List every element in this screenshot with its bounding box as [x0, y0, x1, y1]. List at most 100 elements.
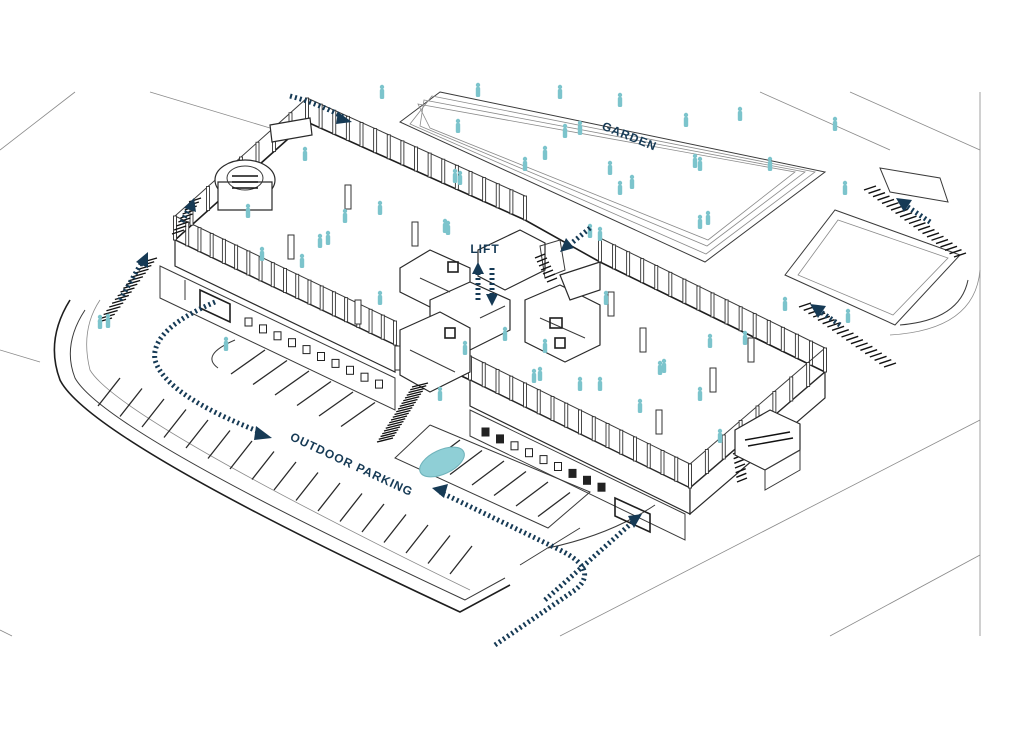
staircase-main [389, 418, 406, 424]
railing-post [427, 152, 432, 178]
outdoor-parking-label: OUTDOOR PARKING [288, 430, 415, 499]
staircase-right-lower [736, 472, 747, 478]
parking-stalls-lower [97, 377, 473, 575]
railing-post [221, 238, 226, 264]
parking-stall-line [405, 524, 429, 554]
plaza-terrace [784, 167, 981, 336]
staircase-plaza [846, 335, 859, 341]
person-body [302, 151, 308, 161]
arrow-icon [628, 514, 642, 528]
parking-stall-line [141, 398, 165, 428]
person-icon [737, 106, 743, 121]
staircase-right-upper [926, 232, 940, 238]
person-head [603, 290, 609, 296]
facade-window [496, 434, 504, 444]
parking-stall-line [449, 449, 483, 476]
person-icon [437, 386, 443, 401]
person-body [537, 371, 543, 381]
person-icon [259, 246, 265, 261]
person-body [577, 125, 583, 135]
arrow-icon [560, 238, 574, 252]
person-icon [597, 376, 603, 391]
facade-window [375, 379, 383, 389]
staircase-plaza [869, 352, 883, 358]
flow-arrow-top [289, 93, 347, 121]
staircase-left-ramp [131, 272, 146, 278]
person-icon [542, 338, 548, 353]
person-body [377, 205, 383, 215]
person-body [475, 87, 481, 97]
railing-post [468, 171, 473, 196]
pillar [655, 409, 663, 435]
person-body [379, 89, 385, 99]
person-head [299, 253, 305, 259]
parking-stall-line [361, 503, 385, 533]
railing-post [386, 134, 391, 160]
staircase-right-upper [953, 252, 967, 258]
parking-stall-line [339, 493, 363, 522]
person-body [522, 161, 528, 171]
staircase-plaza [831, 325, 845, 331]
staircase-main [385, 423, 402, 429]
staircase-main [394, 409, 411, 416]
railing-post [209, 233, 214, 258]
person-head [377, 290, 383, 296]
person-icon [661, 358, 667, 373]
person-body [697, 391, 703, 401]
person-head [537, 366, 543, 372]
person-body [661, 363, 667, 373]
flow-arrow-garden-entry [566, 226, 592, 248]
staircase-plaza [850, 339, 864, 345]
person-body [683, 117, 689, 127]
person-body [617, 97, 623, 107]
person-icon [657, 360, 663, 375]
person-body [597, 381, 603, 391]
person-icon [597, 226, 603, 241]
person-head [597, 376, 603, 382]
facade-window [244, 317, 253, 327]
railing-post [173, 215, 177, 241]
person-icon [462, 340, 468, 355]
person-icon [325, 230, 331, 245]
person-head [782, 296, 788, 302]
railing-post [605, 423, 610, 448]
person-icon [377, 290, 383, 305]
staircase-plaza [879, 359, 892, 365]
person-head [845, 308, 851, 314]
staircase-right-upper [872, 192, 886, 198]
railing-post [331, 291, 336, 317]
facade-window [259, 324, 267, 334]
person-head [617, 180, 623, 186]
person-head [317, 233, 323, 239]
garden-area [399, 91, 827, 263]
staircase-right-upper [949, 248, 962, 255]
staircase-right-upper [940, 242, 953, 248]
railing-post [626, 251, 631, 277]
person-icon [531, 368, 537, 383]
railing-post [319, 285, 324, 311]
parking-stall-line [515, 481, 549, 507]
person-body [259, 251, 265, 261]
person-icon [342, 208, 348, 223]
person-icon [842, 180, 848, 195]
railing-post [646, 443, 651, 469]
staircase-right-upper [935, 238, 949, 245]
staircase-left-ramp [106, 306, 121, 312]
staircase-right-lower [735, 468, 746, 474]
railing-post [495, 369, 500, 394]
facade-window [331, 358, 340, 368]
arrow-icon [184, 198, 196, 212]
person-body [299, 258, 305, 268]
arrow-icon [336, 112, 352, 124]
person-body [629, 179, 635, 189]
person-body [452, 173, 458, 183]
person-body [223, 341, 229, 351]
person-body [542, 343, 548, 353]
staircase-left-upper [171, 229, 185, 235]
person-icon [502, 326, 508, 341]
person-head [697, 386, 703, 392]
person-body [457, 175, 463, 185]
parking-stall-line [185, 419, 209, 449]
person-body [607, 165, 613, 175]
person-body [587, 228, 593, 238]
